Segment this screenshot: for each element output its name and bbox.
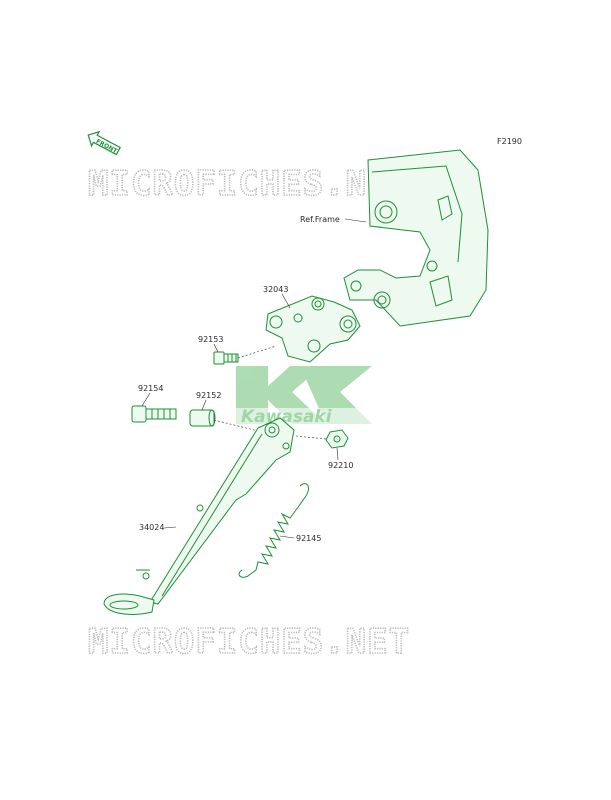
watermark-top: MICROFICHES.NET xyxy=(88,164,410,204)
part-label-34024: 34024 xyxy=(139,523,164,532)
frame-part xyxy=(343,149,489,327)
part-label-92152: 92152 xyxy=(196,391,221,400)
bolt-part-92153 xyxy=(213,351,239,365)
watermark-bottom: MICROFICHES.NET xyxy=(88,622,410,662)
collar-part xyxy=(189,409,216,427)
part-label-32043: 32043 xyxy=(263,285,288,294)
diagram-code: F2190 xyxy=(497,137,522,146)
kawasaki-logo-text: Kawasaki xyxy=(241,407,333,427)
front-arrow-icon: FRONT xyxy=(87,130,121,156)
part-label-92210: 92210 xyxy=(328,461,353,470)
ref-frame-label: Ref.Frame xyxy=(300,215,340,224)
kawasaki-logo: Kawasaki xyxy=(232,366,376,427)
nut-part xyxy=(325,429,349,449)
part-label-92154: 92154 xyxy=(138,384,163,393)
part-label-92153: 92153 xyxy=(198,335,223,344)
side-stand-part xyxy=(103,417,295,615)
bolt-part-92154 xyxy=(131,405,177,423)
part-label-92145: 92145 xyxy=(296,534,321,543)
spring-part xyxy=(238,483,309,578)
bracket-part xyxy=(265,295,361,363)
